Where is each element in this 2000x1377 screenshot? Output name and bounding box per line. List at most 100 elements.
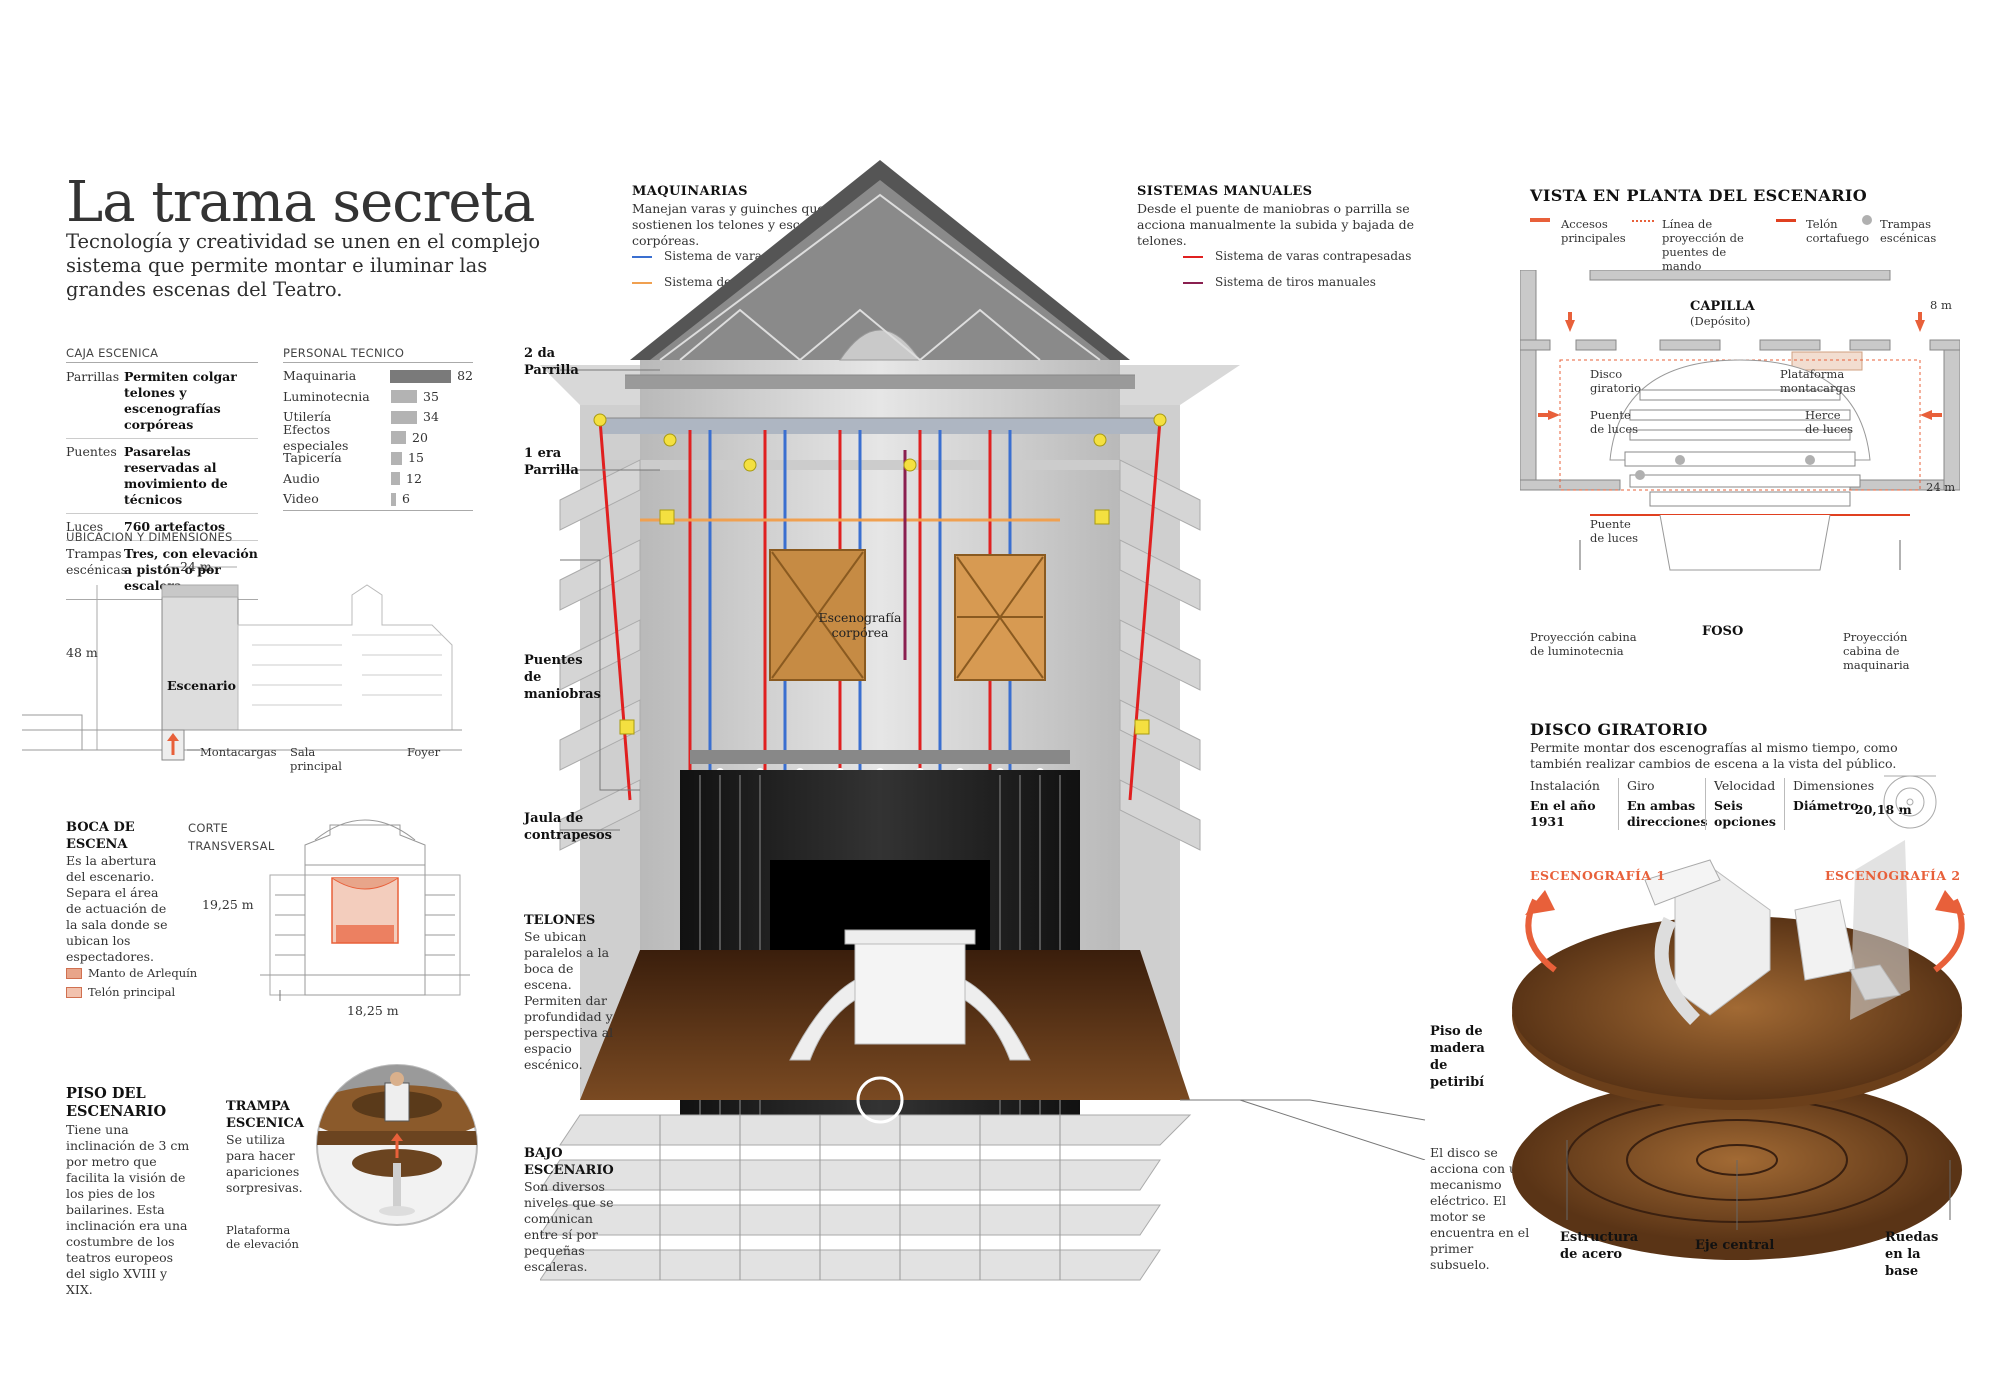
disco-estructura: Estructura de acero [1560,1230,1639,1262]
planta-plan [1520,270,1960,571]
disco-stat-label: Velocidad [1714,778,1776,793]
callout-bajo-title: BAJO ESCENARIO [524,1146,614,1178]
planta-dim2: 24 m [1926,480,1956,494]
disco-stats: Instalación En el año 1931 Giro En ambas… [1530,778,1950,830]
ubicacion-montacargas-label: Montacargas [200,745,277,759]
disco-title: DISCO GIRATORIO [1530,720,1708,739]
callout-telones-text: Se ubican paralelos a la boca de escena.… [524,929,614,1072]
legend-swatch-arlequin [66,968,82,979]
personal-row: Luminotecnia 35 [283,387,473,408]
caja-heading: CAJA ESCENICA [66,346,159,360]
callout-bajo-text: Son diversos niveles que se comunican en… [524,1179,614,1274]
personal-bar [391,390,417,404]
caja-row-label: Trampas escénicas [66,546,128,577]
disco-diameter-icon [1883,775,1937,829]
legend-label: Sistema de tiros manuales [1215,275,1376,289]
disco-stat: Dimensiones Diámetro 20,18 m [1784,778,1913,830]
planta-puente1: Puente de luces [1590,408,1639,436]
personal-row-label: Luminotecnia [283,388,370,404]
manuales-text: Desde el puente de maniobras o parrilla … [1137,201,1414,248]
legend-line [1183,255,1203,258]
plataforma-label: Plataforma de elevación [226,1223,299,1251]
personal-row-label: Maquinaria [283,368,357,384]
personal-heading: PERSONAL TECNICO [283,346,405,360]
personal-row-label: Audio [283,470,320,486]
planta-disco: Disco giratorio [1590,367,1642,395]
legend-tiros-manuales: Sistema de tiros manuales [1183,275,1376,289]
legend-telon-cortafuego: Telón cortafuego [1806,217,1870,245]
personal-bar [391,492,396,506]
personal-row-value: 6 [402,491,410,507]
caja-row: Puentes Pasarelas reservadas al movimien… [66,439,258,514]
trampa-title: TRAMPA ESCENICA [226,1099,304,1131]
personal-bar [391,410,417,424]
planta-proy-maq: Proyección cabina de maquinaria [1843,630,1910,672]
trampa-illustration [316,1064,478,1226]
personal-row: Tapicería 15 [283,448,473,469]
corte-heading: CORTE TRANSVERSAL [188,821,275,853]
personal-row-label: Efectos especiales [283,421,349,453]
legend-line [1183,281,1203,284]
legend-telon: Telón principal [88,985,176,999]
legend-trampas-swatch [1862,215,1872,225]
callout-jaula: Jaula de contrapesos [524,811,612,843]
ubicacion-dim-w: 24 m [180,559,212,574]
page-subtitle: Tecnología y creatividad se unen en el c… [66,230,541,301]
ubicacion-dim-h: 48 m [66,645,98,660]
trampa-text: Se utiliza para hacer apariciones sorpre… [226,1132,303,1195]
personal-row-value: 35 [423,388,439,404]
disco-stat-label: Instalación [1530,778,1600,793]
planta-dim1: 8 m [1930,298,1952,312]
disco-stat-value: En el año 1931 [1530,798,1596,829]
page-title: La trama secreta [66,170,535,235]
theater-cutaway [540,160,1240,1281]
personal-row-value: 82 [457,368,473,384]
callout-disco-text: El disco se acciona con un mecanismo elé… [1430,1145,1530,1272]
planta-title: VISTA EN PLANTA DEL ESCENARIO [1530,186,1868,205]
legend-varas-contrapesadas: Sistema de varas contrapesadas [1183,249,1411,263]
maquinarias-title: MAQUINARIAS [632,184,748,199]
legend-accesos: Accesos principales [1561,217,1626,245]
ubicacion-foyer-label: Foyer [407,745,441,759]
planta-deposito: (Depósito) [1690,314,1751,328]
ubicacion-diagram [22,566,462,761]
legend-telon-swatch [1776,219,1796,222]
caja-table: Parrillas Permiten colgar telones y esce… [66,366,258,600]
disco-stat-value: Diámetro [1793,798,1859,813]
planta-plataforma: Plataforma montacargas [1780,367,1856,395]
escenografia-label: Escenografía corpórea [818,610,902,640]
corte-dim-w: 18,25 m [347,1003,399,1018]
personal-row-label: Tapicería [283,450,342,466]
personal-row-label: Video [283,491,319,507]
disco-text: Permite montar dos escenografías al mism… [1530,740,1898,771]
personal-row-value: 15 [408,450,424,466]
disco-stat: Velocidad Seis opciones [1705,778,1784,830]
caja-row-label: Parrillas [66,369,120,384]
callout-piso-madera: Piso de madera de petiribí [1430,1024,1485,1090]
legend-linea: Línea de proyección de puentes de mando [1662,217,1744,273]
caja-row-value: 760 artefactos [124,519,226,534]
callout-parrilla2: 2 da Parrilla [524,346,579,378]
legend-line [632,281,652,284]
disco-stat: Giro En ambas direcciones [1618,778,1707,830]
legend-swatch-telon [66,987,82,998]
disco-esc1: ESCENOGRAFÍA 1 [1530,868,1666,883]
disco-illustration [1512,840,1965,1260]
disco-stat-label: Dimensiones [1793,778,1875,793]
legend-linea-swatch [1632,220,1654,222]
caja-row-label: Luces [66,519,104,534]
legend-trampas: Trampas escénicas [1880,217,1937,245]
personal-bar [389,369,452,383]
corte-dim-h: 19,25 m [202,897,254,912]
callout-lines-right [1180,1099,1426,1160]
legend-line [632,255,652,258]
disco-ruedas: Ruedas en la base [1885,1230,1939,1279]
legend-label: Sistema de varas contrapesadas [1215,249,1412,263]
piso-text: Tiene una inclinación de 3 cm por metro … [66,1122,190,1297]
planta-capilla: CAPILLA [1690,299,1755,314]
disco-eje: Eje central [1695,1238,1775,1253]
caja-row-value: Pasarelas reservadas al movimiento de té… [124,444,228,507]
ubicacion-heading: UBICACION Y DIMENSIONES [66,530,233,544]
